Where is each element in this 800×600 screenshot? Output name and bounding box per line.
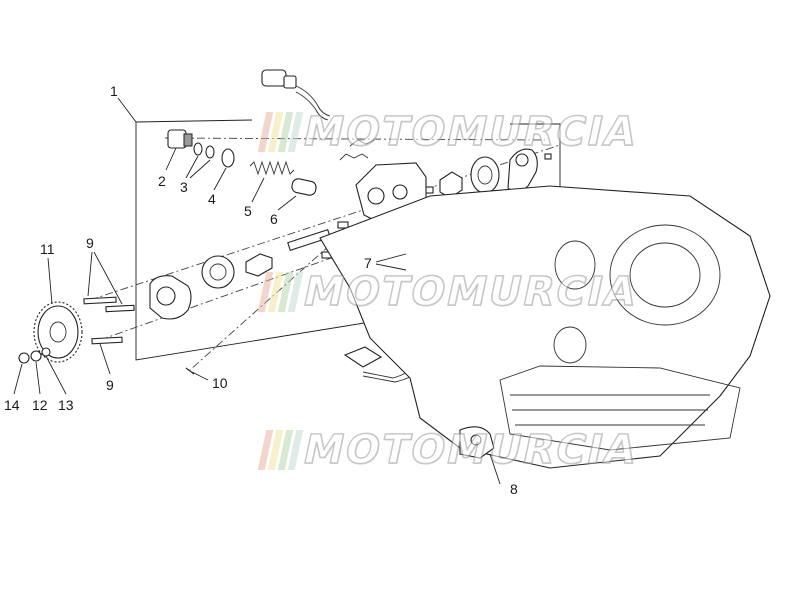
callout-6: 6 <box>270 211 278 227</box>
callout-8: 8 <box>510 481 518 497</box>
callout-10: 10 <box>212 375 228 391</box>
leader-lines <box>13 97 501 485</box>
watermark-middle: MOTOMURCIA <box>257 268 643 316</box>
banjo-fitting <box>261 69 331 121</box>
spring-part <box>249 160 295 176</box>
bolt-set <box>83 296 135 345</box>
crankcase <box>319 185 771 469</box>
piston-part <box>291 178 317 196</box>
callout-labels: 1 2 3 4 5 6 7 8 9 9 10 11 12 13 14 <box>4 83 518 497</box>
callout-2: 2 <box>158 173 166 189</box>
watermark-top: MOTOMURCIA <box>257 108 643 156</box>
watermark-logo-bars <box>257 112 304 152</box>
dowel-pin <box>185 367 195 375</box>
callout-3: 3 <box>180 179 188 195</box>
gear-retaining-parts <box>18 347 51 364</box>
callout-9-upper: 9 <box>86 235 94 251</box>
watermark-text: MOTOMURCIA <box>298 268 643 316</box>
callout-4: 4 <box>208 191 216 207</box>
callout-11: 11 <box>40 241 55 257</box>
pump-rotor-set <box>439 148 538 199</box>
watermark-bottom: MOTOMURCIA <box>257 426 643 474</box>
watermark-logo-bars <box>257 430 304 470</box>
callout-9-lower: 9 <box>106 377 114 393</box>
callout-1: 1 <box>110 83 118 99</box>
washer-part <box>221 148 235 168</box>
lower-pump-assembly <box>149 255 235 320</box>
watermark-text: MOTOMURCIA <box>298 108 643 156</box>
callout-7: 7 <box>364 255 372 271</box>
callout-12: 12 <box>32 397 48 413</box>
plug-part <box>167 129 193 149</box>
drive-gear <box>33 301 83 363</box>
callout-5: 5 <box>244 203 252 219</box>
watermark-logo-bars <box>257 272 304 312</box>
watermark-text: MOTOMURCIA <box>298 426 643 474</box>
callout-14: 14 <box>4 397 20 413</box>
seal-rings <box>193 142 215 159</box>
callout-13: 13 <box>58 397 74 413</box>
crankcase-cover-part <box>459 426 495 459</box>
drive-shaft <box>245 221 349 277</box>
